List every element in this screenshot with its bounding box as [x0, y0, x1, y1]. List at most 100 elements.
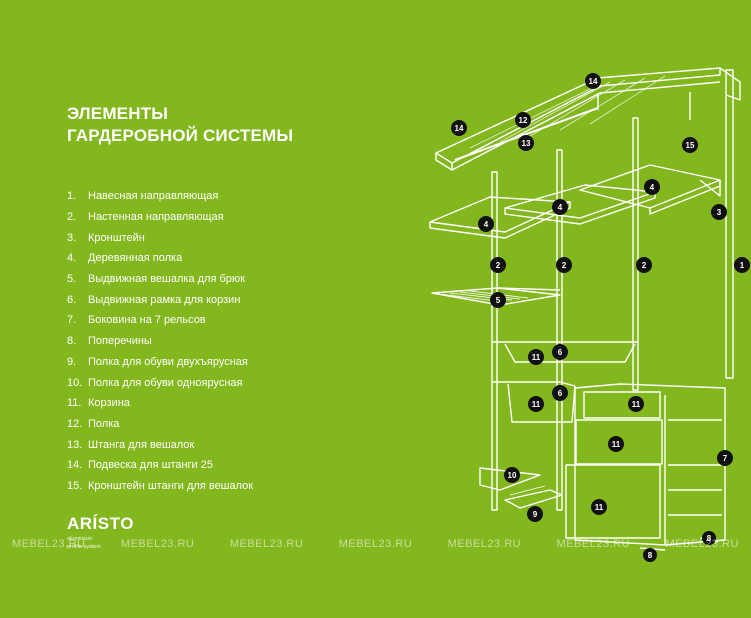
badge-11-b: 11: [528, 396, 544, 412]
badge-2-b: 2: [556, 257, 572, 273]
badge-label: 14: [589, 77, 598, 86]
list-item: 13. Штанга для вешалок: [67, 434, 253, 455]
item-number: 6.: [67, 293, 77, 306]
badge-8-b: 8: [702, 531, 716, 545]
item-label: Поперечины: [88, 335, 152, 348]
list-item: 15. Кронштейн штанги для вешалок: [67, 476, 253, 497]
list-item: 10.Полка для обуви одноярусная: [67, 372, 253, 393]
badge-label: 12: [519, 116, 528, 125]
item-number: 3.: [67, 231, 77, 244]
item-label: Кронштейн штанги для вешалок: [88, 479, 254, 492]
item-label: Настенная направляющая: [88, 211, 224, 224]
item-number: 14.: [67, 459, 83, 472]
list-item: 12. Полка: [67, 414, 253, 435]
badge-11-c: 11: [628, 396, 644, 412]
list-item: 8. Поперечины: [67, 331, 253, 352]
item-label: Выдвижная рамка для корзин: [88, 293, 241, 306]
list-item: 7. Боковина на 7 рельсов: [67, 310, 253, 331]
badge-label: 4: [558, 203, 563, 212]
logo-subtitle-1: aluminium: [67, 536, 93, 542]
badge-4-right: 4: [644, 179, 660, 195]
item-number: 9.: [67, 355, 77, 368]
logo-subtitle-2: profile system: [67, 544, 101, 550]
list-item: 11. Корзина: [67, 393, 253, 414]
item-label: Деревянная полка: [88, 252, 183, 265]
badge-15: 15: [682, 137, 698, 153]
badge-label: 9: [533, 510, 538, 519]
list-item: 14. Подвеска для штанги 25: [67, 455, 253, 476]
badge-4-center: 4: [552, 199, 568, 215]
badge-label: 13: [522, 139, 531, 148]
badge-11-e: 11: [591, 499, 607, 515]
badge-label: 8: [648, 551, 653, 560]
item-label: Кронштейн: [88, 231, 145, 244]
logo-brand: ARÍSTO: [67, 514, 134, 533]
badge-2-a: 2: [490, 257, 506, 273]
list-item: 3. Кронштейн: [67, 227, 253, 248]
badge-5: 5: [490, 292, 506, 308]
badge-label: 4: [484, 220, 489, 229]
badge-9: 9: [527, 506, 543, 522]
badge-11-d: 11: [608, 436, 624, 452]
item-number: 5.: [67, 273, 77, 286]
badge-label: 11: [532, 353, 541, 362]
item-label: Боковина на 7 рельсов: [88, 314, 206, 327]
page-title-line1: ЭЛЕМЕНТЫ: [67, 104, 169, 123]
badge-14-top: 14: [585, 73, 601, 89]
badge-label: 11: [612, 440, 621, 449]
item-number: 11.: [67, 397, 82, 410]
item-label: Корзина: [88, 397, 130, 410]
badge-3: 3: [711, 204, 727, 220]
badge-7: 7: [717, 450, 733, 466]
badge-13: 13: [518, 135, 534, 151]
badge-1: 1: [734, 257, 750, 273]
list-item: 1. Навесная направляющая: [67, 186, 253, 207]
badge-2-c: 2: [636, 257, 652, 273]
badge-label: 11: [532, 400, 541, 409]
badge-label: 15: [686, 141, 695, 150]
item-label: Выдвижная вешалка для брюк: [88, 273, 245, 286]
item-number: 15.: [67, 479, 83, 492]
item-label: Навесная направляющая: [88, 190, 219, 203]
badge-14-left: 14: [451, 120, 467, 136]
page-title-line2: ГАРДЕРОБНОЙ СИСТЕМЫ: [67, 126, 294, 145]
item-number: 1.: [67, 190, 77, 203]
badge-label: 11: [595, 503, 604, 512]
badge-label: 6: [558, 348, 563, 357]
list-item: 6. Выдвижная рамка для корзин: [67, 289, 253, 310]
item-label: Штанга для вешалок: [88, 438, 195, 451]
elements-list: 1. Навесная направляющая 2.Настенная напр…: [67, 186, 253, 496]
diagram-badges: 14 12 13 14 15 4 4 4 3 2 2 2 1 5 11 6 11…: [451, 73, 750, 562]
item-label: Полка для обуви двухъярусная: [88, 355, 248, 368]
list-item: 5. Выдвижная вешалка для брюк: [67, 269, 253, 290]
item-number: 12.: [67, 417, 83, 430]
badge-label: 2: [496, 261, 501, 270]
item-label: Полка: [88, 417, 120, 430]
aristo-logo: ARÍSTO aluminium profile system: [67, 514, 134, 550]
page-title: ЭЛЕМЕНТЫ ГАРДЕРОБНОЙ СИСТЕМЫ: [67, 103, 293, 147]
badge-10: 10: [504, 467, 520, 483]
badge-8-a: 8: [643, 548, 657, 562]
item-label: Полка для обуви одноярусная: [88, 376, 243, 389]
badge-label: 11: [632, 400, 641, 409]
badge-12: 12: [515, 112, 531, 128]
list-item: 4. Деревянная полка: [67, 248, 253, 269]
badge-6-b: 6: [552, 385, 568, 401]
badge-label: 6: [558, 389, 563, 398]
badge-label: 2: [562, 261, 567, 270]
item-label: Подвеска для штанги 25: [88, 459, 213, 472]
badge-label: 1: [740, 261, 745, 270]
item-number: 8.: [67, 335, 77, 348]
item-number: 4.: [67, 252, 77, 265]
item-number: 7.: [67, 314, 77, 327]
badge-label: 14: [455, 124, 464, 133]
list-item: 2.Настенная направляющая: [67, 207, 253, 228]
badge-6-a: 6: [552, 344, 568, 360]
badge-label: 8: [707, 534, 712, 543]
item-number: 13.: [67, 438, 83, 451]
badge-label: 10: [508, 471, 517, 480]
badge-4-left: 4: [478, 216, 494, 232]
badge-11-a: 11: [528, 349, 544, 365]
badge-label: 7: [723, 454, 728, 463]
